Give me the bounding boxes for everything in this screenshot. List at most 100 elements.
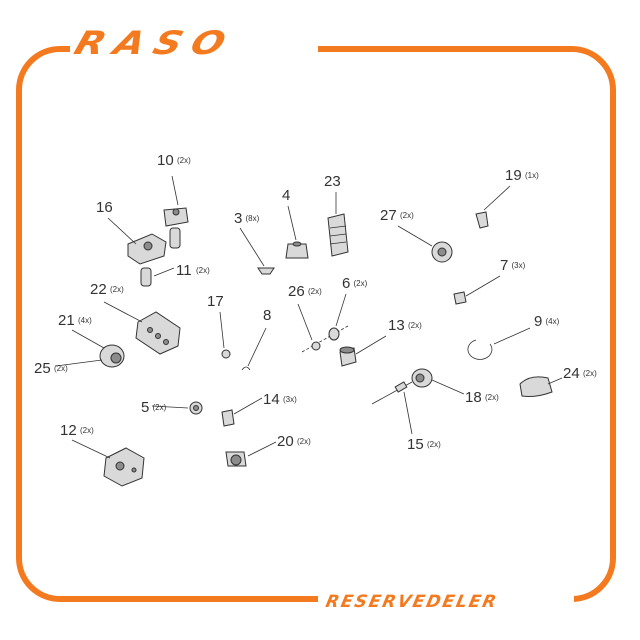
part-3-screw: [257, 267, 275, 275]
callout-qty-13: (2x): [408, 321, 422, 330]
leader-line-27: [397, 225, 433, 247]
part-16-bracket: [127, 233, 167, 265]
leader-line-12: [71, 439, 111, 459]
callout-number-4: 4: [282, 187, 290, 204]
callout-qty-14: (3x): [283, 395, 297, 404]
callout-qty-27: (2x): [400, 211, 414, 220]
logo-background: [70, 28, 318, 66]
leader-line-19: [483, 185, 511, 211]
callout-number-9: 9: [534, 313, 542, 330]
leader-line-4: [287, 205, 297, 241]
callout-number-11: 11: [176, 262, 192, 279]
callout-number-20: 20: [277, 433, 294, 450]
leader-line-21: [71, 329, 105, 349]
callout-number-10: 10: [157, 152, 174, 169]
part-8-clip: [241, 366, 251, 371]
footer-background: [318, 590, 574, 614]
callout-number-16: 16: [96, 199, 113, 216]
part-19-rivet: [475, 211, 489, 229]
callout-qty-25: (2x): [54, 364, 68, 373]
part-26-pin: [301, 325, 349, 353]
part-16-pin: [169, 227, 181, 249]
callout-qty-22: (2x): [110, 285, 124, 294]
callout-number-14: 14: [263, 391, 280, 408]
callout-number-21: 21: [58, 312, 75, 329]
part-18-bearing: [411, 368, 433, 388]
leader-line-14: [233, 397, 263, 415]
callout-qty-10: (2x): [177, 156, 191, 165]
leader-line-17: [219, 311, 225, 349]
callout-number-3: 3: [234, 210, 242, 227]
leader-line-3: [239, 227, 265, 267]
part-13-collar: [339, 346, 357, 367]
leader-line-11: [153, 267, 175, 277]
callout-qty-24: (2x): [583, 369, 597, 378]
leader-line-8: [247, 327, 267, 367]
part-27-knob: [431, 241, 453, 263]
leader-line-16: [107, 217, 137, 245]
callout-qty-7: (3x): [512, 261, 526, 270]
part-15-needle: [371, 381, 413, 405]
part-7-stud: [453, 291, 467, 305]
part-14-bolt: [221, 409, 235, 427]
part-20-bolt: [225, 451, 247, 467]
callout-number-27: 27: [380, 207, 397, 224]
callout-qty-3: (8x): [246, 214, 260, 223]
callout-number-17: 17: [207, 293, 224, 310]
part-17-nut: [221, 349, 231, 359]
callout-qty-20: (2x): [297, 437, 311, 446]
part-4-bush: [285, 241, 309, 259]
part-12-housing: [103, 447, 145, 487]
callout-number-15: 15: [407, 436, 424, 453]
callout-qty-21: (4x): [78, 316, 92, 325]
leader-line-10: [171, 175, 179, 206]
callout-number-12: 12: [60, 422, 77, 439]
callout-qty-18: (2x): [485, 393, 499, 402]
callout-number-26: 26: [288, 283, 305, 300]
callout-qty-12: (2x): [80, 426, 94, 435]
callout-qty-15: (2x): [427, 440, 441, 449]
callout-qty-26: (2x): [308, 287, 322, 296]
callout-qty-6: (2x): [354, 279, 368, 288]
leader-line-22: [103, 301, 143, 323]
callout-qty-9: (4x): [546, 317, 560, 326]
leader-line-24: [547, 377, 563, 385]
leader-line-25: [55, 359, 103, 367]
leader-line-13: [355, 335, 387, 355]
leader-line-20: [247, 441, 277, 457]
callout-number-22: 22: [90, 281, 107, 298]
callout-number-18: 18: [465, 389, 482, 406]
part-24-cap: [519, 376, 553, 397]
callout-number-23: 23: [324, 173, 341, 190]
callout-number-6: 6: [342, 275, 350, 292]
callout-labels: 10(2x)1611(2x)22(2x)21(4x)25(2x)1783(8x)…: [34, 152, 597, 453]
part-9-circlip: [467, 339, 493, 360]
part-23-ratchet: [327, 213, 349, 257]
leader-line-26: [297, 303, 313, 341]
callout-number-19: 19: [505, 167, 522, 184]
callout-qty-19: (1x): [525, 171, 539, 180]
leader-line-15: [403, 391, 413, 435]
callout-number-5: 5: [141, 399, 149, 416]
part-21-roller: [99, 344, 125, 368]
leader-line-7: [465, 275, 501, 297]
part-22-block: [135, 311, 181, 355]
callout-qty-11: (2x): [196, 266, 210, 275]
part-6-washer: [328, 327, 340, 341]
part-11-sleeve: [140, 267, 152, 287]
callout-number-24: 24: [563, 365, 580, 382]
leader-line-18: [431, 379, 465, 395]
callout-number-8: 8: [263, 307, 271, 324]
part-10-clip: [163, 207, 189, 227]
callout-number-13: 13: [388, 317, 405, 334]
callout-qty-5: (2x): [153, 403, 167, 412]
part-5-nut: [189, 401, 203, 415]
leader-line-6: [335, 293, 347, 327]
leader-lines: [55, 175, 563, 459]
callout-number-7: 7: [500, 257, 508, 274]
callout-number-25: 25: [34, 360, 51, 377]
leader-line-5: [151, 405, 189, 409]
leader-line-9: [493, 327, 531, 345]
